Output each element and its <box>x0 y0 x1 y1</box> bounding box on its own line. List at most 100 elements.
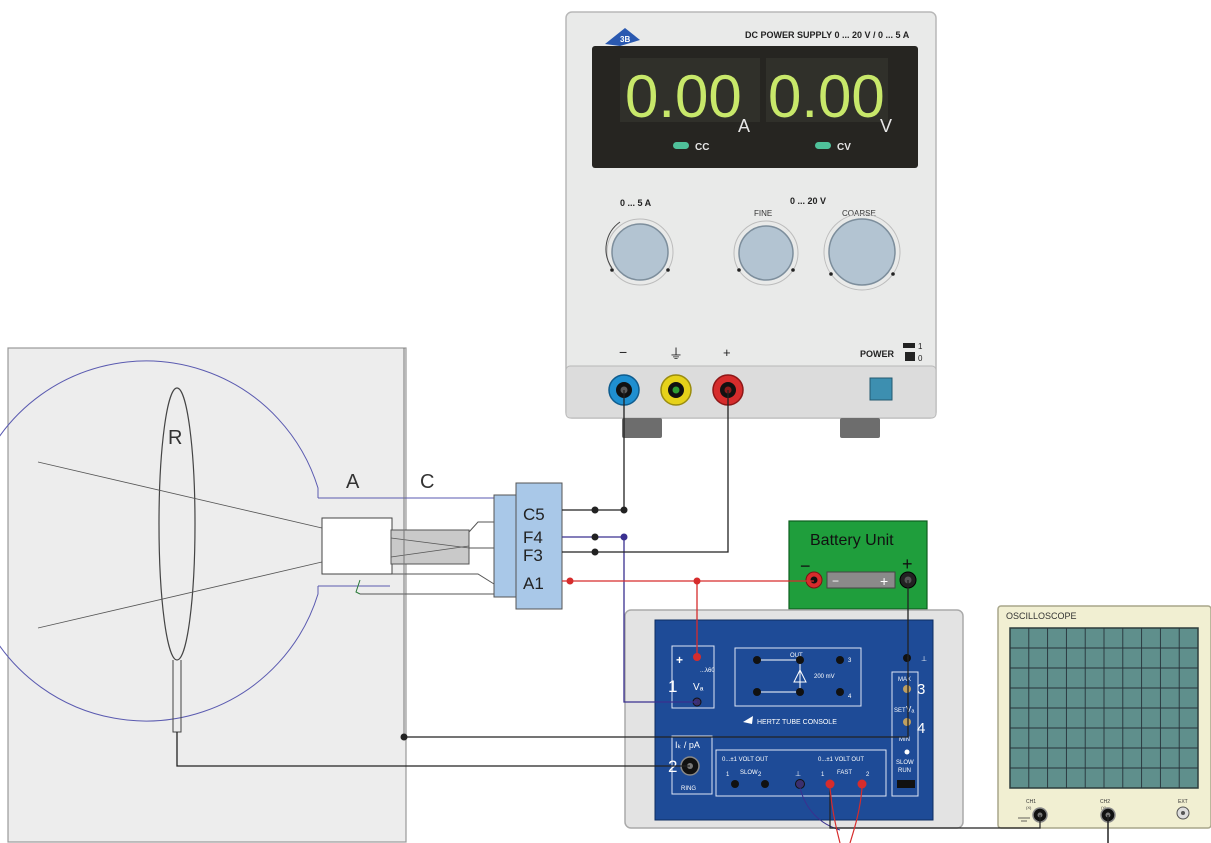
socket-yellow-ground[interactable] <box>660 374 692 406</box>
power-off-mark <box>905 352 915 361</box>
battery-cell-plus: + <box>880 573 888 589</box>
battery-title: Battery Unit <box>810 532 894 549</box>
ch1-number: 1 <box>668 677 677 696</box>
battery-unit: Battery Unit − + − + <box>788 520 928 610</box>
power-off-label: 0 <box>918 354 923 363</box>
slow-label: SLOW <box>740 770 758 776</box>
tube-glass-bulb <box>0 360 319 722</box>
set-va-block <box>891 671 919 797</box>
ring-label: RING <box>681 786 696 792</box>
slow-run-label: SLOW <box>896 760 914 766</box>
dc-power-supply: 3B DC POWER SUPPLY 0 ... 20 V / 0 ... 5 … <box>565 11 937 438</box>
power-supply-title: DC POWER SUPPLY 0 ... 20 V / 0 ... 5 A <box>745 30 910 40</box>
ch1-sub-label: (X) <box>1026 805 1032 810</box>
cathode-heater <box>390 529 470 565</box>
out-ground-socket[interactable] <box>795 779 805 789</box>
battery-plus-label: + <box>902 554 913 574</box>
out-number-3: 3 <box>848 658 852 664</box>
power-supply-base <box>565 365 937 419</box>
slow-run-led <box>904 749 910 755</box>
out-socket-5[interactable] <box>796 688 804 696</box>
voltage-unit: V <box>880 116 892 136</box>
brand-logo: 3B <box>605 28 640 46</box>
set-number-3: 3 <box>917 681 925 698</box>
run-label: RUN <box>898 768 911 774</box>
console-title: HERTZ TUBE CONSOLE <box>757 719 837 726</box>
console-ground-label: ⊥ <box>921 656 927 663</box>
ch2-sub-label: (Y) <box>1101 805 1107 810</box>
out-socket-1[interactable] <box>753 656 761 664</box>
oscilloscope-grid <box>1010 628 1198 788</box>
coarse-knob[interactable] <box>823 213 901 291</box>
plus-label: + <box>723 345 731 360</box>
terminal-f3: F3 <box>523 546 543 565</box>
fast-socket-2[interactable] <box>857 779 867 789</box>
ch1-label-osc: CH1 <box>1026 799 1036 805</box>
battery-cell-minus: − <box>832 574 839 588</box>
wire-ring-electrode <box>176 732 690 767</box>
ground-label: ⏚ <box>669 346 683 362</box>
out-socket-3[interactable] <box>836 656 844 664</box>
ch1-range-label: ...λ60 <box>700 668 715 674</box>
fast-out-label: 0...±1 VOLT OUT <box>818 757 864 763</box>
min-label: MIN <box>899 737 910 743</box>
oscilloscope: OSCILLOSCOPE CH1 (X) CH2 (Y) EXT <box>997 605 1211 829</box>
slow-run-switch[interactable] <box>897 780 915 788</box>
fine-knob[interactable] <box>733 220 799 286</box>
ch1-plus-label: + <box>676 653 683 667</box>
wire-fast-2 <box>849 787 863 843</box>
current-display: 0.00 <box>625 63 742 130</box>
mv-label: 200 mV <box>814 674 835 680</box>
label-c: C <box>420 471 434 493</box>
minus-label: − <box>619 344 627 360</box>
wire-scope-ch1 <box>829 788 1041 829</box>
fast-socket-1[interactable] <box>825 779 835 789</box>
battery-cell <box>826 571 896 589</box>
hertz-tube-console: + ...λ60 1 Vₐ OUT 200 mV 3 4 HERTZ TUBE … <box>624 609 964 829</box>
wire-fast-1 <box>829 787 841 843</box>
ch1-input-box <box>671 645 715 709</box>
connector-block-back <box>493 494 519 598</box>
power-supply-foot-right <box>840 418 880 438</box>
current-knob[interactable] <box>605 218 674 286</box>
fine-label: FINE <box>754 209 772 218</box>
hertz-tube-panel: R A C C5 F4 F3 A1 <box>0 347 563 843</box>
voltage-range-label: 0 ... 20 V <box>790 196 826 206</box>
battery-socket-minus[interactable] <box>805 571 823 589</box>
junction-dots <box>400 506 701 741</box>
terminal-c5: C5 <box>523 505 545 524</box>
battery-minus-label: − <box>800 556 811 576</box>
out-socket-4[interactable] <box>753 688 761 696</box>
slow-socket-2[interactable] <box>761 780 769 788</box>
cc-led <box>673 142 689 149</box>
cv-led <box>815 142 831 149</box>
out-number-4: 4 <box>848 694 852 700</box>
power-button[interactable] <box>869 377 893 401</box>
out-socket-2[interactable] <box>796 656 804 664</box>
set-va-knob-4[interactable] <box>903 718 911 726</box>
coarse-label: COARSE <box>842 209 876 218</box>
terminal-f4: F4 <box>523 528 543 547</box>
cc-label: CC <box>695 142 709 153</box>
tube-mount-panel <box>7 347 407 843</box>
connector-block <box>515 482 563 610</box>
slow-socket-1[interactable] <box>731 780 739 788</box>
label-a: A <box>346 471 360 493</box>
battery-body <box>788 520 928 610</box>
console-logo-icon <box>743 716 753 724</box>
out-ground-label: ⊥ <box>795 771 801 778</box>
out-socket-6[interactable] <box>836 688 844 696</box>
warning-triangle-icon <box>793 668 807 683</box>
terminal-a1: A1 <box>523 574 544 593</box>
power-on-label: 1 <box>918 342 923 351</box>
current-display-window <box>620 58 760 122</box>
set-number-4: 4 <box>917 720 925 737</box>
power-label: POWER <box>860 349 895 359</box>
out-label: OUT <box>790 653 803 659</box>
max-label: MAX <box>898 677 911 683</box>
ring-electrode <box>158 387 196 661</box>
fast-number-1: 1 <box>821 772 825 778</box>
console-panel <box>654 619 934 821</box>
set-va-knob-3[interactable] <box>903 685 911 693</box>
ch2-label: Iₖ / pA <box>675 740 700 750</box>
